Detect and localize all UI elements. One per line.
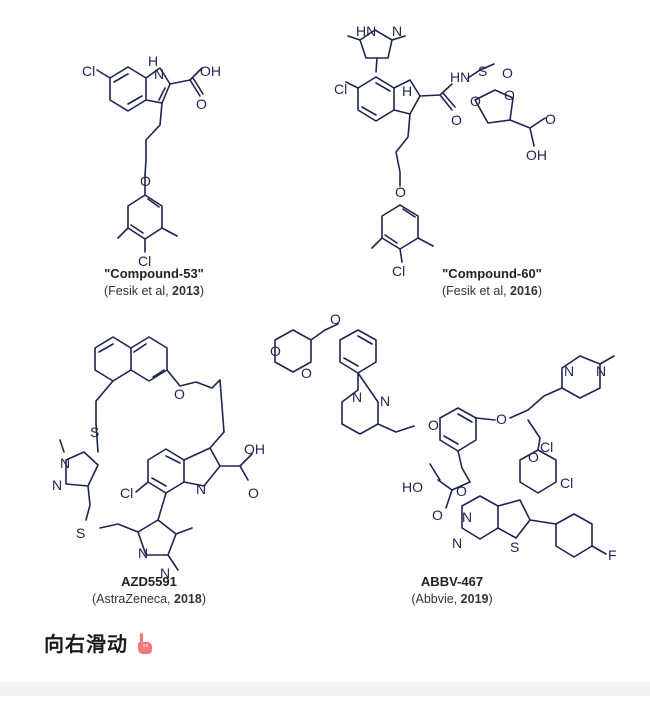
atom-o: O <box>270 343 281 359</box>
atom-oh: OH <box>244 441 265 457</box>
atom-s: S <box>76 525 85 541</box>
atom-ho: HO <box>402 479 423 495</box>
section-divider <box>0 682 650 696</box>
atom-s: S <box>510 539 519 555</box>
atom-cl: Cl <box>82 63 95 79</box>
abbv-467-reference: (Abbvie, 2019) <box>411 592 492 606</box>
atom-o: O <box>502 65 513 81</box>
chemical-structures-figure: Cl H N OH O O Cl "Compound-53" (Fesik et… <box>52 23 617 606</box>
atom-o: O <box>456 483 467 499</box>
atom-o: O <box>528 449 539 465</box>
atom-n: N <box>392 23 402 39</box>
swipe-hint: 向右滑动 <box>44 628 156 657</box>
structure-compound-60: HN N Cl H HN S O O O O O OH O Cl <box>334 23 556 279</box>
atom-o: O <box>196 96 207 112</box>
atom-o: O <box>330 311 341 327</box>
structure-abbv-467: O O O N N O O N N Cl Cl O HO O O N N S F <box>270 311 617 563</box>
atom-n: N <box>138 545 148 561</box>
compound-53-name: "Compound-53" <box>104 266 204 281</box>
compound-53-reference: (Fesik et al, 2013) <box>104 284 204 298</box>
atom-o: O <box>395 184 406 200</box>
atom-hn: HN <box>356 23 376 39</box>
atom-o: O <box>451 112 462 128</box>
structure-azd5591: S S O N N Cl N OH O N N <box>52 336 265 581</box>
atom-o: O <box>504 87 515 103</box>
atom-oh: OH <box>200 63 221 79</box>
atom-hn: HN <box>450 69 470 85</box>
swipe-hint-text: 向右滑动 <box>44 632 128 656</box>
atom-n: N <box>52 477 62 493</box>
atom-o: O <box>428 417 439 433</box>
atom-n: N <box>452 535 462 551</box>
atom-h: H <box>148 53 158 69</box>
atom-n: N <box>380 393 390 409</box>
structure-compound-53: Cl H N OH O O Cl <box>82 53 221 269</box>
atom-n: N <box>196 481 206 497</box>
pointing-hand-icon <box>138 632 152 654</box>
atom-oh: OH <box>526 147 547 163</box>
atom-h: H <box>402 83 412 99</box>
azd5591-reference: (AstraZeneca, 2018) <box>92 592 206 606</box>
atom-n: N <box>462 509 472 525</box>
atom-cl: Cl <box>540 439 553 455</box>
atom-o: O <box>545 111 556 127</box>
atom-cl: Cl <box>120 485 133 501</box>
atom-n: N <box>60 455 70 471</box>
atom-n: N <box>160 565 170 581</box>
atom-o: O <box>432 507 443 523</box>
atom-o: O <box>470 93 481 109</box>
atom-o: O <box>174 386 185 402</box>
atom-o: O <box>301 365 312 381</box>
abbv-467-name: ABBV-467 <box>421 574 483 589</box>
atom-o: O <box>140 173 151 189</box>
azd5591-name: AZD5591 <box>121 574 177 589</box>
atom-n: N <box>352 389 362 405</box>
atom-o: O <box>248 485 259 501</box>
atom-n: N <box>154 66 164 82</box>
atom-n: N <box>564 363 574 379</box>
atom-f: F <box>608 547 617 563</box>
compound-60-name: "Compound-60" <box>442 266 542 281</box>
atom-cl: Cl <box>392 263 405 279</box>
atom-s: S <box>90 424 99 440</box>
atom-cl: Cl <box>138 253 151 269</box>
atom-cl: Cl <box>560 475 573 491</box>
atom-n: N <box>596 363 606 379</box>
atom-s: S <box>478 63 487 79</box>
atom-cl: Cl <box>334 81 347 97</box>
atom-o: O <box>496 411 507 427</box>
compound-60-reference: (Fesik et al, 2016) <box>442 284 542 298</box>
